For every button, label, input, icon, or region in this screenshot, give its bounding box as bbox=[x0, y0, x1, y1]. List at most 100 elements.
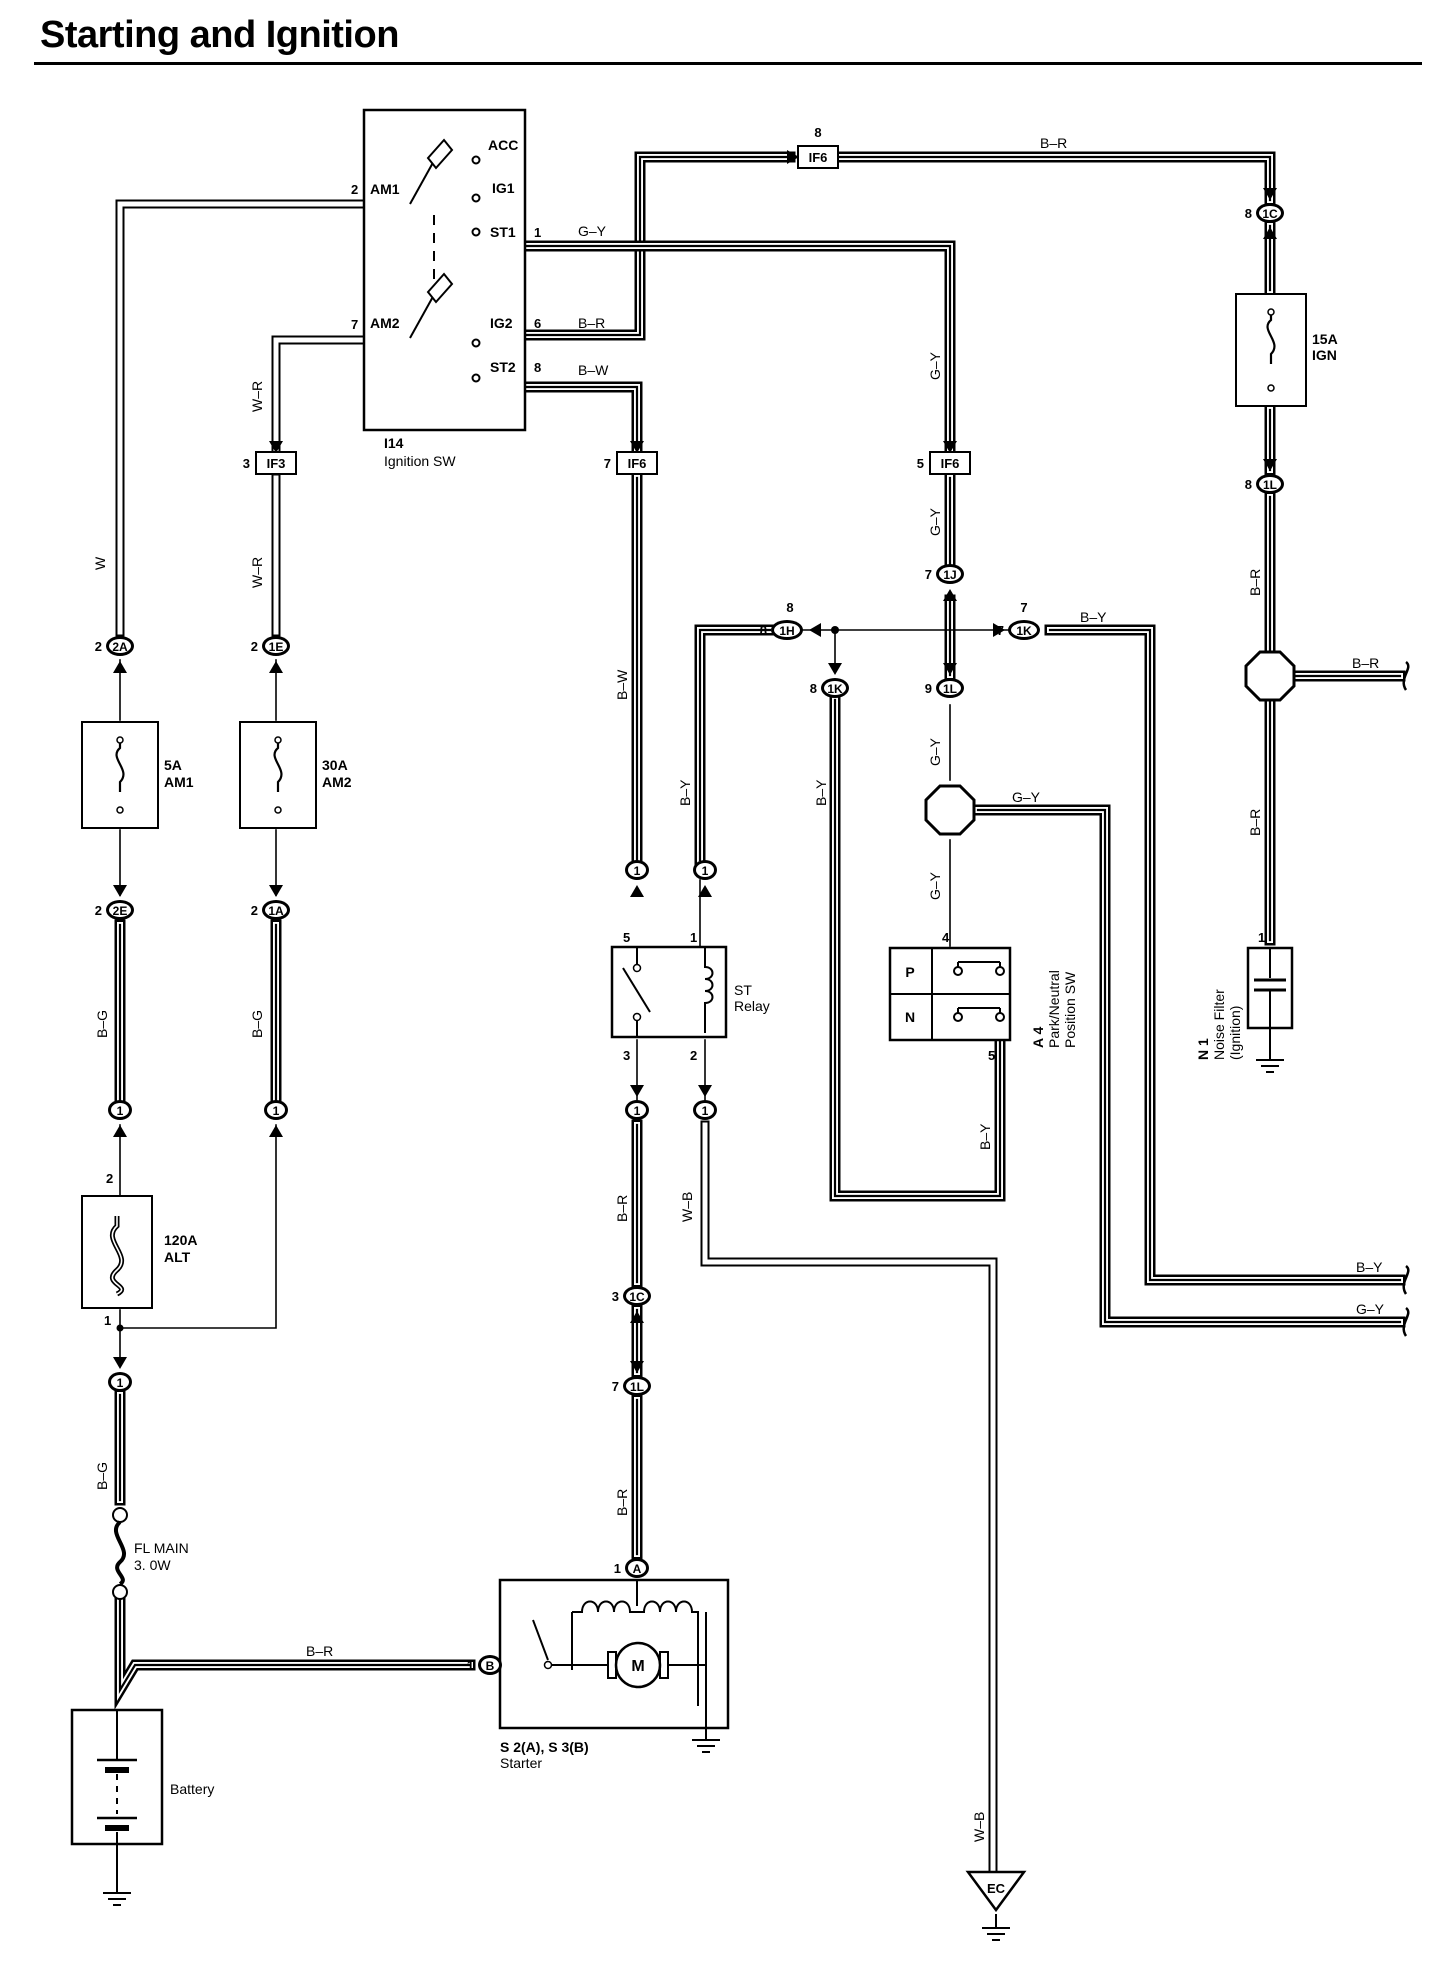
st-relay bbox=[610, 945, 728, 1039]
connector-1h-face bbox=[774, 623, 800, 637]
pnp-id: A 4 bbox=[1030, 1027, 1046, 1048]
connector-1l-top-pin: 8 bbox=[1245, 477, 1252, 492]
connector-1-relay-c-face bbox=[628, 1103, 646, 1117]
pin-label: 1 bbox=[534, 225, 541, 240]
wire-label-by: B–Y bbox=[677, 779, 693, 806]
starter-switch bbox=[532, 1619, 549, 1661]
pin-label: 8 bbox=[534, 360, 541, 375]
junction-dot bbox=[831, 626, 839, 634]
wire-label-bg: B–G bbox=[249, 1010, 265, 1038]
arrow-icon bbox=[113, 661, 127, 673]
connector-1c-top-pin: 8 bbox=[1245, 206, 1252, 221]
arrow-icon bbox=[787, 150, 799, 164]
connector-b-label: B bbox=[486, 1659, 495, 1673]
switch-contact bbox=[471, 227, 481, 237]
starter-coils bbox=[572, 1600, 699, 1706]
pin-label: 6 bbox=[534, 316, 541, 331]
fl-main-link bbox=[114, 1520, 126, 1586]
terminal-acc: ACC bbox=[488, 137, 518, 153]
pin-label: 1 bbox=[690, 930, 697, 945]
wire-am2-alt bbox=[119, 1124, 277, 1329]
connector-1-relay-d: 1 bbox=[693, 1100, 717, 1120]
am2-lever bbox=[426, 272, 454, 304]
fuse-alt bbox=[81, 1195, 153, 1332]
wire-label-bg: B–G bbox=[94, 1010, 110, 1038]
wire-label-br: B–R bbox=[1040, 135, 1067, 151]
connector-1-relay-a-face bbox=[628, 863, 646, 877]
arrow-icon bbox=[269, 661, 283, 673]
wire-label-gy: G–Y bbox=[927, 871, 943, 900]
connector-if6-a-pin: 7 bbox=[604, 456, 611, 471]
arrow-icon bbox=[113, 885, 127, 897]
connector-1l-lower-label: 1L bbox=[630, 1380, 644, 1394]
connector-if6-a-label: IF6 bbox=[628, 456, 647, 471]
fuse-ign-name: IGN bbox=[1312, 347, 1337, 363]
connector-1-relay-c-label: 1 bbox=[634, 1104, 641, 1118]
fuse-am1-term bbox=[116, 736, 124, 744]
pin-label: 7 bbox=[351, 317, 358, 332]
wire-label-wr: W–R bbox=[249, 381, 265, 412]
terminal-ig2: IG2 bbox=[490, 315, 513, 331]
connector-1k-right: 1K7 bbox=[997, 620, 1040, 640]
pnp-contact bbox=[995, 1012, 1005, 1022]
fuse-ign bbox=[1235, 293, 1307, 407]
connector-if6-c: IF6 bbox=[797, 145, 839, 169]
pin-label: 5 bbox=[623, 930, 630, 945]
am1-lever bbox=[426, 138, 454, 170]
pin-label: 2 bbox=[690, 1048, 697, 1063]
switch-contact bbox=[471, 155, 481, 165]
wire-label-br: B–R bbox=[614, 1195, 630, 1222]
fuse-ign-element bbox=[1266, 310, 1276, 364]
connector-1-relay-d-face bbox=[696, 1103, 714, 1117]
connector-if3-pin: 3 bbox=[243, 456, 250, 471]
fuse-ign-term bbox=[1267, 308, 1275, 316]
connector-a-pin: 1 bbox=[614, 1561, 621, 1576]
relay-contact bbox=[632, 963, 642, 973]
connector-a: A1 bbox=[614, 1558, 649, 1578]
connector-1l-mid-pin: 9 bbox=[925, 681, 932, 696]
pin-label: 3 bbox=[623, 1048, 630, 1063]
wire-label-w: W bbox=[92, 556, 108, 570]
wire-wb-core bbox=[702, 1122, 996, 1873]
connector-1e-label: 1E bbox=[269, 640, 284, 654]
connector-if6-a: IF6 7 bbox=[604, 451, 658, 475]
wire-am2-core bbox=[273, 337, 367, 455]
connector-1a-label: 1A bbox=[268, 904, 284, 918]
battery bbox=[70, 1708, 164, 1880]
connector-1-relay-b-label: 1 bbox=[702, 864, 709, 878]
pin-label: 4 bbox=[942, 930, 950, 945]
relay-coil bbox=[704, 947, 714, 1033]
connector-1-relay-a-label: 1 bbox=[634, 864, 641, 878]
fuse-am1 bbox=[81, 721, 159, 829]
connector-1e: 1E2 bbox=[251, 636, 290, 656]
wire-label-by: B–Y bbox=[1080, 609, 1107, 625]
ground-icon-ec bbox=[982, 1914, 1010, 1941]
pnp-name2: Position SW bbox=[1062, 971, 1078, 1048]
arrow-icon bbox=[809, 623, 821, 637]
terminal-st1: ST1 bbox=[490, 224, 516, 240]
connector-1k-down: 1K8 bbox=[810, 678, 849, 698]
starter-contact bbox=[543, 1660, 553, 1670]
starter-id: S 2(A), S 3(B) bbox=[500, 1739, 589, 1755]
terminal-ig1: IG1 bbox=[492, 180, 515, 196]
wires bbox=[114, 151, 1406, 1875]
wire-wb bbox=[700, 1120, 998, 1875]
wire-st1 bbox=[519, 240, 956, 456]
wire-label-br: B–R bbox=[578, 315, 605, 331]
connector-1l-top-face bbox=[1259, 477, 1281, 491]
connector-if6-b-label: IF6 bbox=[941, 456, 960, 471]
connector-1j: 1J7 bbox=[925, 564, 964, 584]
wire-by-loop-center bbox=[833, 698, 1002, 1198]
connector-2a-label: 2A bbox=[112, 640, 128, 654]
fl-main-term bbox=[112, 1584, 128, 1600]
fuse-am2-element bbox=[273, 738, 283, 792]
arrow-icon bbox=[1263, 459, 1277, 471]
terminal-am2: AM2 bbox=[370, 315, 400, 331]
page-title: Starting and Ignition bbox=[40, 14, 399, 56]
ignition-switch-name: Ignition SW bbox=[384, 453, 456, 469]
wire-label-gy: G–Y bbox=[578, 223, 607, 239]
motor-label: M bbox=[631, 1658, 644, 1675]
ground-ec-label: EC bbox=[987, 1881, 1006, 1896]
arrow-icon bbox=[269, 1125, 283, 1137]
